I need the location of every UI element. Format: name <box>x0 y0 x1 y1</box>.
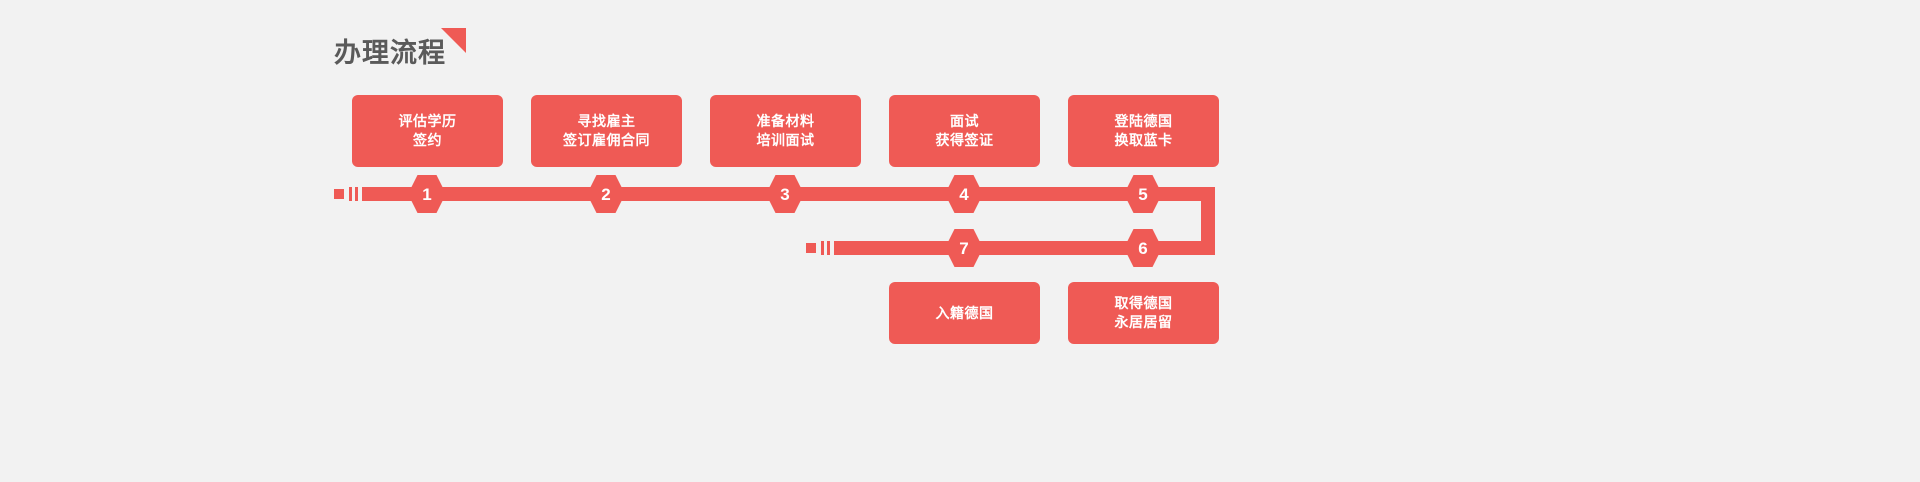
step-card-7[interactable]: 入籍德国 <box>889 282 1040 344</box>
page-title: 办理流程 <box>334 28 466 74</box>
step-badge-4-number: 4 <box>959 184 969 204</box>
triangle-accent-icon <box>441 28 466 53</box>
step-card-6[interactable]: 取得德国 永居居留 <box>1068 282 1219 344</box>
step-card-1[interactable]: 评估学历 签约 <box>352 95 503 167</box>
step-card-2-line-2: 签订雇佣合同 <box>563 132 650 148</box>
step-badge-7-number: 7 <box>959 238 969 258</box>
track-start-square-row2 <box>806 243 816 253</box>
step-card-3-line-2: 培训面试 <box>756 132 815 148</box>
track-start-tick-a-row2 <box>821 241 824 255</box>
track-connector-bottom <box>1150 241 1215 255</box>
step-card-1-line-2: 签约 <box>413 132 442 148</box>
step-badge-1[interactable]: 1 <box>408 175 446 213</box>
step-card-5-line-1: 登陆德国 <box>1114 113 1173 129</box>
step-card-5-line-2: 换取蓝卡 <box>1114 132 1173 148</box>
step-badge-2[interactable]: 2 <box>587 175 625 213</box>
track-start-tick-b-row1 <box>355 187 358 201</box>
step-card-3-line-1: 准备材料 <box>756 113 815 129</box>
step-badge-6-number: 6 <box>1138 238 1148 258</box>
track-start-square-row1 <box>334 189 344 199</box>
step-badge-5-number: 5 <box>1138 184 1148 204</box>
step-badge-7[interactable]: 7 <box>945 229 983 267</box>
step-card-4-line-1: 面试 <box>950 113 979 129</box>
track-line-row2 <box>834 241 1164 255</box>
step-card-7-line-1: 入籍德国 <box>935 304 994 321</box>
step-badge-2-number: 2 <box>601 184 611 204</box>
step-badge-1-number: 1 <box>422 184 432 204</box>
track-connector-vertical <box>1201 187 1215 255</box>
step-card-2[interactable]: 寻找雇主 签订雇佣合同 <box>531 95 682 167</box>
step-card-4-line-2: 获得签证 <box>935 132 994 148</box>
step-card-3[interactable]: 准备材料 培训面试 <box>710 95 861 167</box>
step-badge-4[interactable]: 4 <box>945 175 983 213</box>
step-card-5[interactable]: 登陆德国 换取蓝卡 <box>1068 95 1219 167</box>
step-badge-5[interactable]: 5 <box>1124 175 1162 213</box>
step-card-1-line-1: 评估学历 <box>398 113 457 129</box>
track-start-tick-b-row2 <box>827 241 830 255</box>
track-start-tick-a-row1 <box>349 187 352 201</box>
page-title-text: 办理流程 <box>334 38 446 68</box>
step-badge-3[interactable]: 3 <box>766 175 804 213</box>
step-card-4[interactable]: 面试 获得签证 <box>889 95 1040 167</box>
step-card-6-line-2: 永居居留 <box>1114 314 1173 330</box>
step-card-2-line-1: 寻找雇主 <box>577 113 636 129</box>
step-badge-6[interactable]: 6 <box>1124 229 1162 267</box>
step-badge-3-number: 3 <box>780 184 790 204</box>
step-card-6-line-1: 取得德国 <box>1114 295 1173 311</box>
